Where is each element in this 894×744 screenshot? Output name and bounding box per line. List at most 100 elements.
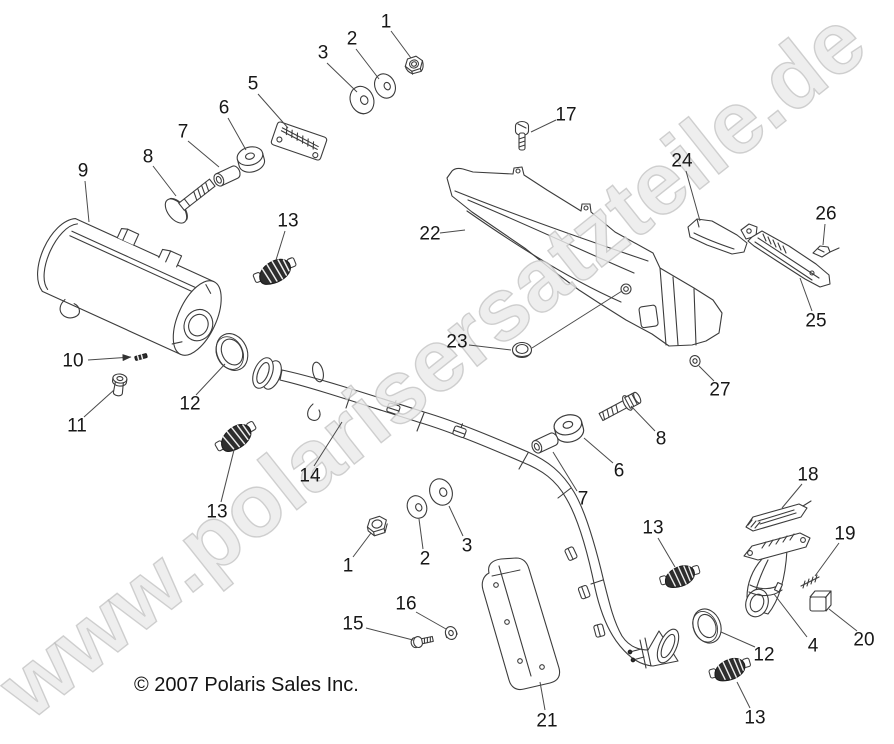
leader-line-5 xyxy=(257,93,289,129)
exhaust-spring-left xyxy=(214,420,257,452)
callout-22: 22 xyxy=(419,224,440,245)
leader-line-12 xyxy=(720,631,756,648)
callout-15: 15 xyxy=(342,614,363,635)
leader-line-13 xyxy=(736,681,751,709)
leader-line-20 xyxy=(828,608,858,632)
elbow-pipe xyxy=(743,532,811,618)
callout-9: 9 xyxy=(78,161,89,182)
leader-line-3 xyxy=(326,62,358,93)
leader-line-27 xyxy=(698,365,715,382)
nut-bottom xyxy=(366,515,388,537)
leader-line-8 xyxy=(630,405,656,432)
heat-shield-plate xyxy=(481,557,561,691)
leader-line-19 xyxy=(814,542,840,577)
callout-25: 25 xyxy=(805,311,826,332)
washer-3-top xyxy=(349,85,375,115)
gasket-ring-right xyxy=(692,608,722,644)
bolt-15 xyxy=(410,635,434,649)
flange-bolt-right xyxy=(598,391,642,422)
leader-line-21 xyxy=(539,681,546,711)
exhaust-spring-mid xyxy=(659,565,701,588)
callout-6: 6 xyxy=(614,461,625,482)
rivet-10 xyxy=(134,353,148,361)
carriage-bolt-left xyxy=(164,178,216,224)
callout-17: 17 xyxy=(555,105,576,126)
callout-10: 10 xyxy=(62,351,83,372)
screw-17 xyxy=(514,120,530,151)
callout-16: 16 xyxy=(395,594,416,615)
callout-5: 5 xyxy=(248,74,259,95)
leader-line-18 xyxy=(781,483,803,509)
leader-line-9 xyxy=(84,180,90,223)
heat-shield-small xyxy=(687,218,748,255)
leader-line-4 xyxy=(773,593,808,638)
leader-line-6 xyxy=(583,437,614,464)
callout-4: 4 xyxy=(808,636,819,657)
square-nut xyxy=(809,590,832,612)
leader-line-2 xyxy=(355,48,380,80)
callout-27: 27 xyxy=(709,380,730,401)
callout-7: 7 xyxy=(578,489,589,510)
callout-14: 14 xyxy=(299,466,321,487)
spacer-right xyxy=(531,432,559,454)
leader-line-23 xyxy=(531,290,623,349)
leader-line-2 xyxy=(418,518,424,550)
retainer-clip xyxy=(812,245,840,258)
callout-1: 1 xyxy=(381,12,392,33)
leader-line-17 xyxy=(530,119,557,133)
washer-3-bottom xyxy=(429,478,453,506)
leader-line-12 xyxy=(195,363,226,396)
head-pipe xyxy=(252,357,680,669)
leader-line-13 xyxy=(275,230,286,261)
callout-7: 7 xyxy=(178,122,189,143)
leader-line-22 xyxy=(439,229,466,234)
gasket-strip xyxy=(745,500,812,532)
mount-bracket xyxy=(270,121,328,161)
rivet-11 xyxy=(112,373,128,397)
exhaust-spring-bottom xyxy=(708,657,751,682)
leader-line-15 xyxy=(365,627,414,641)
callout-6: 6 xyxy=(219,98,230,119)
leader-line-1 xyxy=(390,30,412,59)
leader-line-7 xyxy=(187,140,220,168)
leader-line-25 xyxy=(799,277,813,312)
shield-rail xyxy=(740,223,831,288)
leader-line-24 xyxy=(685,170,701,222)
callout-layer: 1235678913221724262523271011121413867321… xyxy=(62,12,874,732)
callout-13: 13 xyxy=(277,211,298,232)
nut-16 xyxy=(444,626,458,640)
callout-13: 13 xyxy=(206,502,227,523)
callout-12: 12 xyxy=(179,394,200,415)
callout-2: 2 xyxy=(347,29,358,50)
leader-line-16 xyxy=(415,611,447,630)
callout-2: 2 xyxy=(420,549,431,570)
callout-18: 18 xyxy=(797,465,818,486)
muffler xyxy=(37,218,222,356)
leader-line-1 xyxy=(352,532,372,558)
leader-line-10 xyxy=(87,354,132,362)
nut-top xyxy=(404,55,424,75)
callout-21: 21 xyxy=(536,711,557,732)
leader-line-13 xyxy=(657,537,676,568)
leader-line-6 xyxy=(227,117,247,151)
callout-11: 11 xyxy=(67,416,87,437)
callout-8: 8 xyxy=(143,147,154,168)
leader-line-8 xyxy=(152,165,177,197)
spacer-left xyxy=(213,165,241,187)
spring-pin xyxy=(800,574,820,589)
washer-2-bottom xyxy=(406,495,428,519)
leader-line-7 xyxy=(552,451,578,492)
bushing-left xyxy=(236,146,266,173)
copyright: © 2007 Polaris Sales Inc. xyxy=(134,674,359,696)
callout-13: 13 xyxy=(744,708,765,729)
gasket-ring-left xyxy=(215,333,249,371)
callout-3: 3 xyxy=(462,536,473,557)
bushing-right xyxy=(553,414,585,443)
leader-line-11 xyxy=(83,389,115,418)
heat-shield-main xyxy=(446,166,723,347)
callout-12: 12 xyxy=(753,645,774,666)
callout-20: 20 xyxy=(853,630,874,651)
leader-line-3 xyxy=(448,505,464,537)
